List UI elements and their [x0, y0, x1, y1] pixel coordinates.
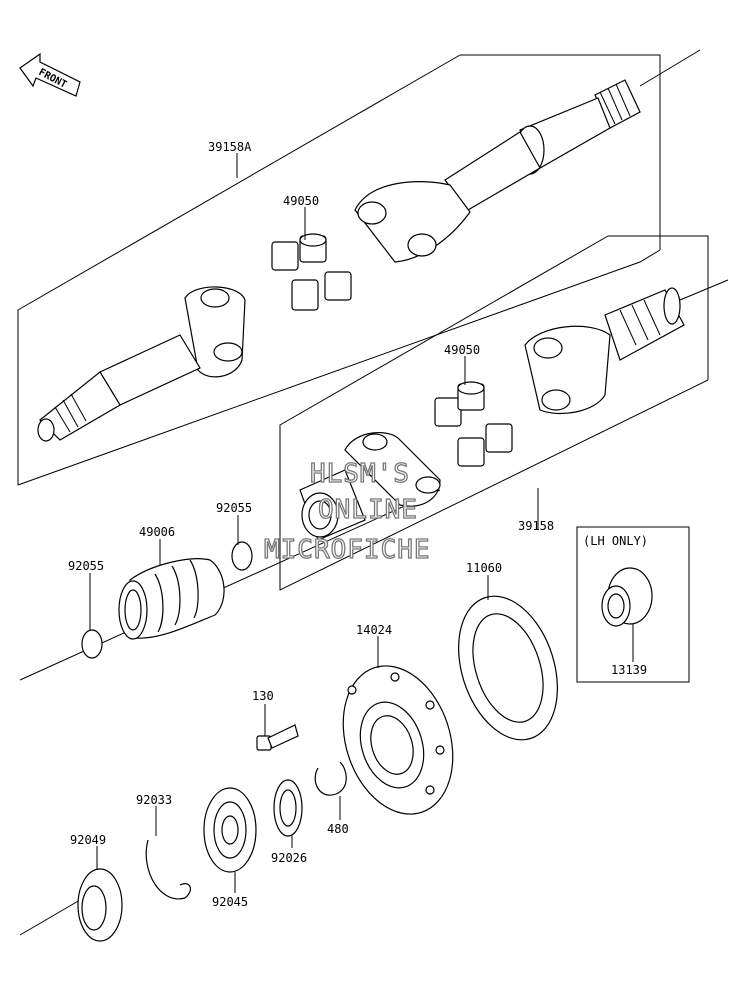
- label-49006: 49006: [139, 525, 175, 539]
- leader-lines: [89, 153, 634, 893]
- o-ring-92055-top: [231, 541, 253, 571]
- label-49050-upper: 49050: [283, 194, 319, 208]
- boot-49006: [118, 558, 225, 640]
- label-11060: 11060: [466, 561, 502, 575]
- circlip-92033: [145, 839, 192, 900]
- drive-shaft-upper: [354, 79, 641, 263]
- housing-14024: [342, 665, 454, 815]
- axis-line-top: [639, 49, 701, 87]
- drive-shaft-lower: [524, 287, 685, 415]
- drive-shaft-yoke-left: [37, 286, 246, 442]
- label-39158: 39158: [518, 519, 554, 533]
- oil-seal-13139: [601, 567, 653, 627]
- universal-joint-cross-upper: [271, 233, 352, 311]
- label-39158A: 39158A: [208, 140, 252, 154]
- label-lh-only: (LH ONLY): [583, 534, 648, 548]
- axis-line-mid: [679, 279, 729, 301]
- label-92045: 92045: [212, 895, 248, 909]
- label-130: 130: [252, 689, 274, 703]
- frame-39158A: [17, 54, 661, 486]
- label-92026: 92026: [271, 851, 307, 865]
- label-92055-left: 92055: [68, 559, 104, 573]
- label-92055-upper: 92055: [216, 501, 252, 515]
- watermark-line-3: MICROFICHE: [264, 535, 431, 565]
- snap-ring-480: [314, 761, 347, 796]
- frame-lh-only: [576, 526, 690, 683]
- shim-92026: [273, 779, 303, 837]
- bearing-92045: [203, 787, 257, 873]
- frame-39158: [279, 235, 709, 591]
- label-92033: 92033: [136, 793, 172, 807]
- label-92049: 92049: [70, 833, 106, 847]
- gasket-11060: [458, 595, 558, 741]
- watermark-line-2: ONLINE: [318, 495, 418, 525]
- seal-92049: [77, 868, 123, 942]
- axis-line-bottom: [19, 899, 81, 936]
- bolt-130: [256, 724, 299, 751]
- label-13139: 13139: [611, 663, 647, 677]
- label-480: 480: [327, 822, 349, 836]
- watermark-line-1: HLSM'S: [310, 459, 410, 489]
- universal-joint-cross-lower: [434, 381, 513, 467]
- front-arrow-icon: FRONT: [19, 52, 81, 97]
- label-49050-lower: 49050: [444, 343, 480, 357]
- inner-yoke-splined: [299, 432, 441, 541]
- o-ring-92055-left: [81, 629, 103, 659]
- label-14024: 14024: [356, 623, 392, 637]
- watermark: HLSM'S ONLINE MICROFICHE: [263, 458, 431, 565]
